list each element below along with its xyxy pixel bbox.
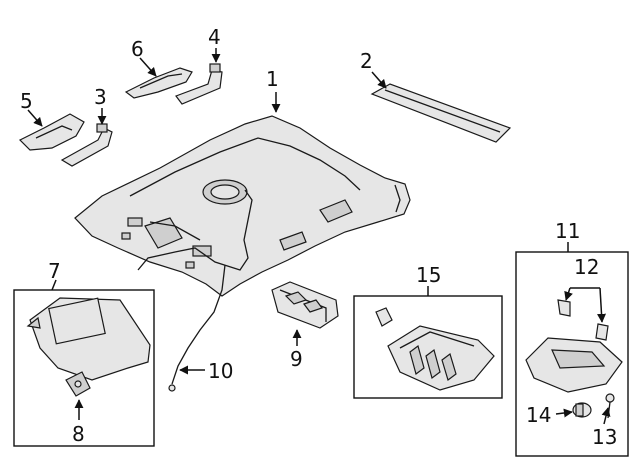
- sunvisor: [26, 297, 151, 397]
- callout-5: 5: [20, 89, 33, 113]
- bracket-front: [18, 113, 85, 151]
- callout-3: 3: [94, 85, 107, 109]
- callout-8: 8: [72, 422, 85, 446]
- callout-13: 13: [592, 425, 617, 449]
- leader-lines: [27, 48, 611, 425]
- callout-7: 7: [48, 259, 61, 283]
- map-lamp-box: [515, 251, 629, 457]
- bracket-rear: [124, 67, 193, 99]
- callout-4: 4: [208, 25, 221, 49]
- map-lamp: [525, 299, 623, 419]
- callout-1: 1: [266, 67, 279, 91]
- sunroof-switch: [271, 281, 339, 329]
- callout-2: 2: [360, 49, 373, 73]
- roof-panel: [370, 83, 512, 143]
- sunvisor-box: [13, 289, 155, 447]
- callout-15: 15: [416, 263, 441, 287]
- headliner: [74, 115, 411, 297]
- grab-handle-rear: [175, 63, 223, 105]
- wire-harness: [168, 264, 226, 392]
- overhead-console: [375, 307, 495, 391]
- callout-6: 6: [131, 37, 144, 61]
- callout-9: 9: [290, 347, 303, 371]
- callout-12: 12: [574, 255, 599, 279]
- callout-14: 14: [526, 403, 551, 427]
- callout-10: 10: [208, 359, 233, 383]
- callout-11: 11: [555, 219, 580, 243]
